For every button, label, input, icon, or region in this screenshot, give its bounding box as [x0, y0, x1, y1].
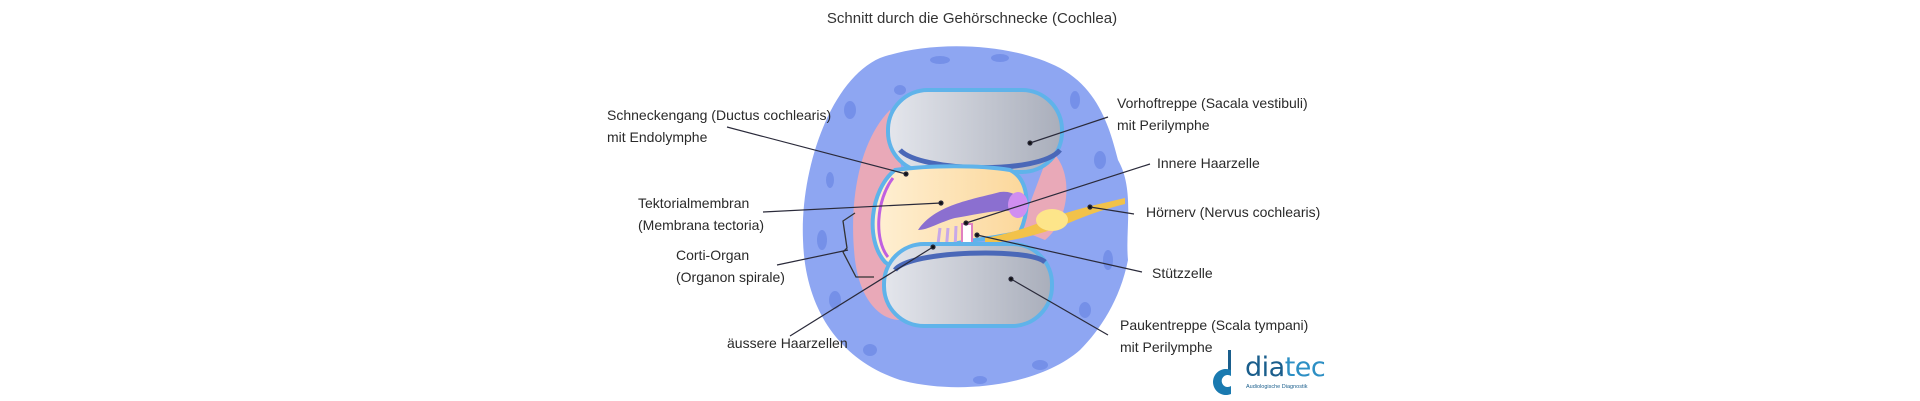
corti-bracket	[842, 212, 874, 278]
logo-d-mark-icon	[1213, 350, 1231, 395]
tectorial-membrane	[918, 191, 1022, 230]
label-paukentreppe: Paukentreppe (Scala tympani) mit Perilym…	[1120, 314, 1308, 358]
logo-wordmark: diatec	[1245, 352, 1326, 383]
label-line: Corti-Organ	[676, 247, 750, 263]
logo-word-tec: tec	[1284, 352, 1326, 383]
label-line: (Membrana tectoria)	[638, 217, 765, 233]
label-line: Schneckengang (Ductus cochlearis)	[607, 107, 832, 123]
label-hoernerv: Hörnerv (Nervus cochlearis)	[1146, 204, 1321, 220]
label-tektorialmembran: Tektorialmembran (Membrana tectoria)	[638, 192, 764, 236]
label-line: mit Perilymphe	[1120, 339, 1213, 355]
label-aeussere-haarzellen: äussere Haarzellen	[727, 335, 848, 351]
label-line: mit Perilymphe	[1117, 117, 1210, 133]
diagram-title: Schnitt durch die Gehörschnecke (Cochlea…	[826, 10, 1118, 27]
label-vorhoftreppe: Vorhoftreppe (Sacala vestibuli) mit Peri…	[1117, 92, 1308, 136]
label-line: Tektorialmembran	[638, 195, 750, 211]
logo-subtitle: Audiologische Diagnostik	[1246, 384, 1308, 390]
scala-tympani	[882, 242, 1054, 328]
logo-word-dia: dia	[1245, 352, 1285, 383]
diatec-logo: diatec Audiologische Diagnostik	[1212, 350, 1332, 398]
bone-cavities	[817, 54, 1113, 384]
label-line: Vorhoftreppe (Sacala vestibuli)	[1117, 95, 1308, 111]
label-line: Paukentreppe (Scala tympani)	[1120, 317, 1309, 333]
label-schneckengang: Schneckengang (Ductus cochlearis) mit En…	[607, 104, 831, 148]
label-line: mit Endolymphe	[607, 129, 708, 145]
label-line: (Organon spirale)	[676, 269, 785, 285]
label-stuetzzelle: Stützzelle	[1152, 265, 1213, 281]
label-innere-haarzelle: Innere Haarzelle	[1157, 155, 1260, 171]
leader-lines	[726, 116, 1151, 337]
label-corti-organ: Corti-Organ (Organon spirale)	[676, 244, 785, 288]
